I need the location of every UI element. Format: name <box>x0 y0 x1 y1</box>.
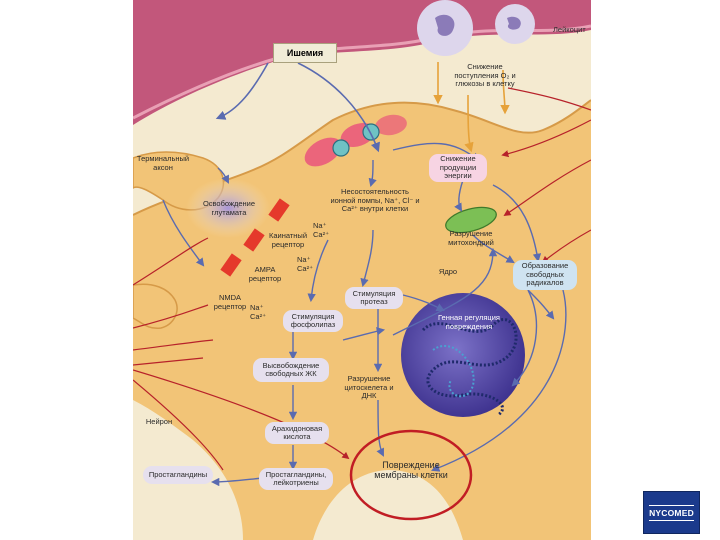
ion-pump <box>333 140 349 156</box>
leukocyte-label: Лейкоцит <box>553 26 591 35</box>
na-ca-label: Na⁺ Ca²⁺ <box>297 256 321 273</box>
cytoskeleton-dna-label: Разрушение цитоскелета и ДНК <box>337 375 401 401</box>
reduced-energy-label: Снижение продукции энергии <box>429 154 487 182</box>
kainate-receptor-label: Каинатный рецептор <box>263 232 313 249</box>
neuron-label: Нейрон <box>139 418 179 427</box>
nycomed-logo: NYCOMED <box>643 491 700 534</box>
free-radicals-label: Образование свободных радикалов <box>513 260 577 290</box>
protease-stim-label: Стимуляция протеаз <box>345 287 403 309</box>
ampa-receptor-label: AMPA рецептор <box>243 266 287 283</box>
nucleus-label: Ядро <box>433 268 463 277</box>
ion-pump <box>363 124 379 140</box>
phospholipase-stim-label: Стимуляция фосфолипаз <box>283 310 343 332</box>
terminal-axon-label: Терминальный аксон <box>135 155 191 172</box>
free-fatty-acids-label: Высвобождение свободных ЖК <box>253 358 329 382</box>
nmda-receptor-label: NMDA рецептор <box>207 294 253 311</box>
prostaglandins-label: Простагландины <box>143 466 213 484</box>
membrane-damage-label: Повреждение мембраны клетки <box>373 460 449 480</box>
glutamate-release-label: Освобождение глутамата <box>197 200 261 217</box>
arachidonic-label: Арахидоновая кислота <box>265 422 329 444</box>
ischemia-label: Ишемия <box>273 43 337 63</box>
ion-pump-failure-label: Несостоятельность ионной помпы, Na⁺, Cl⁻… <box>329 188 421 214</box>
gene-regulation-label: Генная регуляция повреждения <box>433 314 505 331</box>
na-ca-label: Na⁺ Ca²⁺ <box>250 304 274 321</box>
prostaglandins-leuko-label: Простагландины, лейкотриены <box>259 468 333 490</box>
mito-destruction-label: Разрушение митохондрий <box>433 230 509 247</box>
reduced-supply-label: Снижение поступления О₂ и глюкозы в клет… <box>449 63 521 89</box>
pathway-diagram: Ишемия Лейкоцит Снижение поступления О₂ … <box>133 0 591 540</box>
na-ca-label: Na⁺ Ca²⁺ <box>313 222 337 239</box>
